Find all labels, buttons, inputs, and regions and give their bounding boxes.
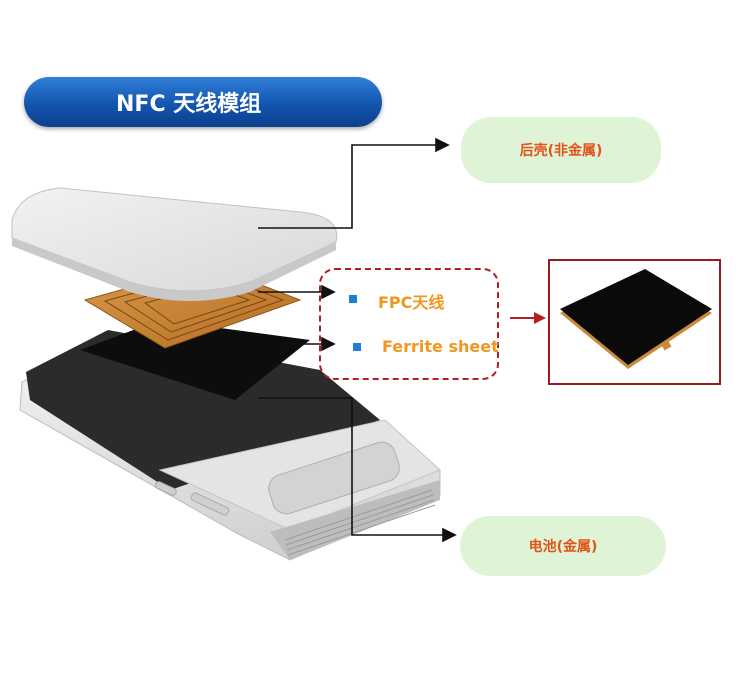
ferrite-photo: [560, 269, 712, 369]
title-text: NFC 天线模组: [116, 92, 262, 117]
bullet-ferrite: [353, 343, 361, 351]
battery-label-text: 电池(金属): [528, 539, 598, 555]
back-cover-label-text: 后壳(非金属): [519, 143, 603, 159]
battery-label: 电池(金属): [460, 516, 666, 576]
ferrite-photo-frame: [548, 259, 721, 385]
pointer-lines: [258, 137, 457, 543]
back-cover: [11, 187, 338, 301]
red-arrow: [510, 312, 546, 324]
ferrite-label: Ferrite sheet: [382, 337, 499, 356]
phone-body: [19, 330, 441, 561]
title-banner: NFC 天线模组: [24, 77, 382, 127]
back-cover-label: 后壳(非金属): [461, 117, 661, 183]
ferrite-sheet: [80, 320, 310, 400]
layer-callout-box: [319, 268, 499, 380]
fpc-label: FPC天线: [378, 293, 445, 312]
bullet-fpc: [349, 295, 357, 303]
